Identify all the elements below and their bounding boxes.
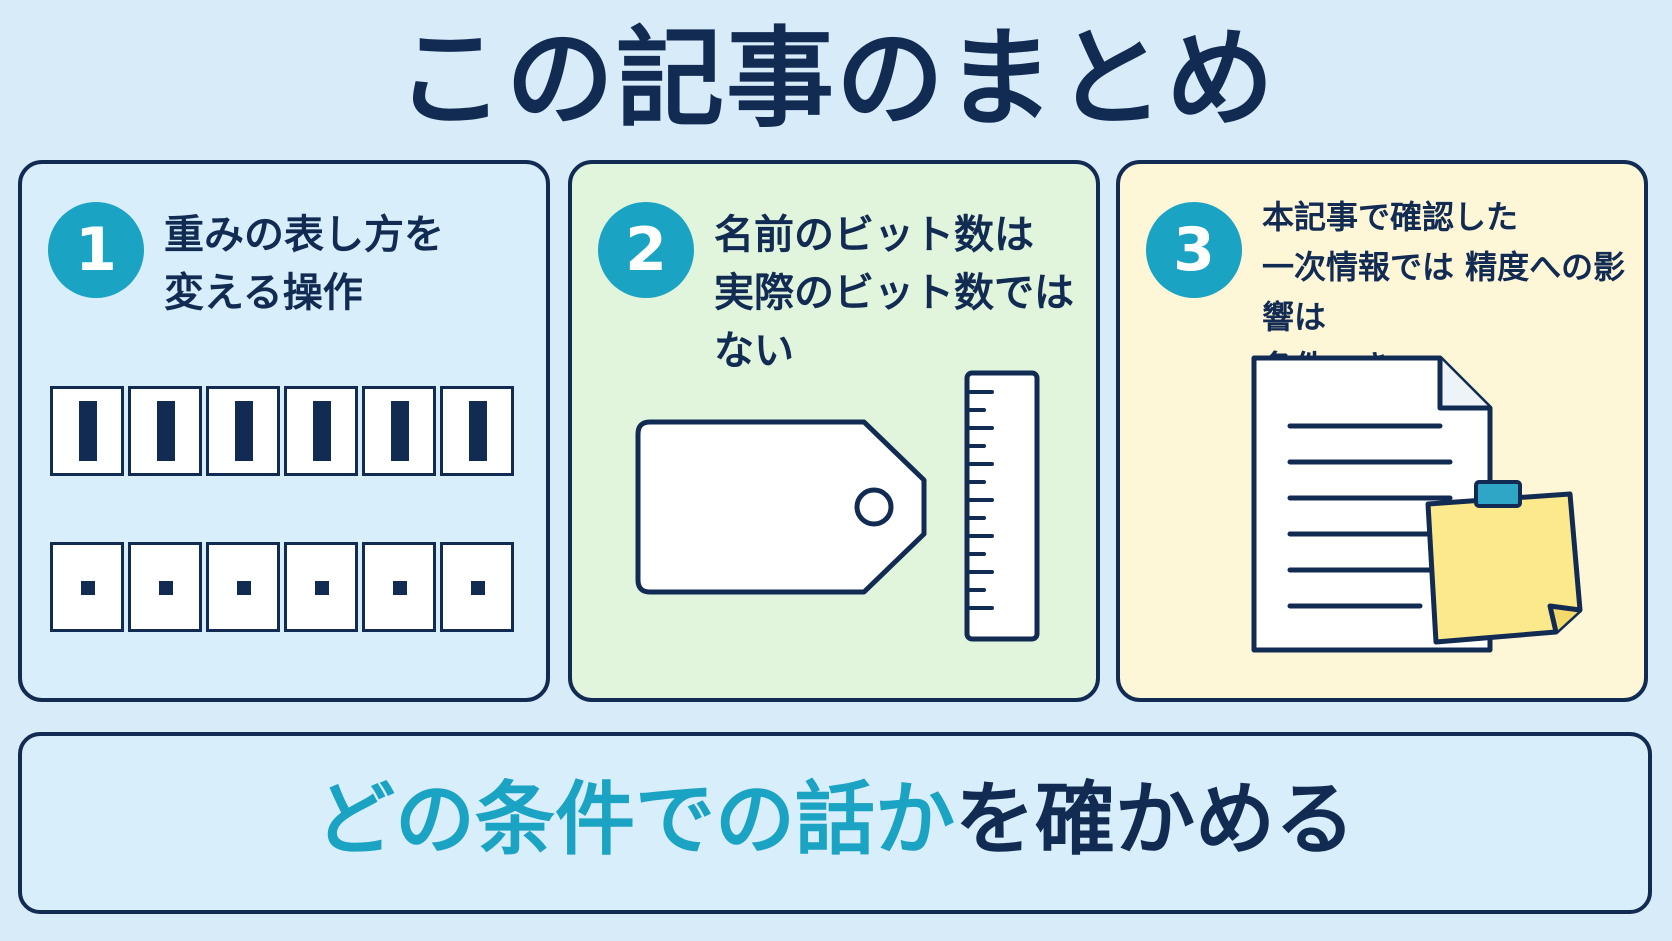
- conclusion-rest: を確かめる: [955, 773, 1355, 866]
- bit-tall-bar: [391, 401, 409, 461]
- summary-card-3: 3 本記事で確認した 一次情報では 精度への影響は 条件つき: [1116, 160, 1648, 702]
- bit-box: [284, 542, 358, 632]
- bit-box: [128, 542, 202, 632]
- bit-small-square: [81, 581, 95, 595]
- bit-tall-bar: [79, 401, 97, 461]
- card-2-heading: 名前のビット数は 実際のビット数ではない: [714, 212, 1074, 374]
- conclusion-text: どの条件での話かを確かめる: [22, 780, 1648, 860]
- bit-box: [362, 542, 436, 632]
- bit-tall-bar: [235, 401, 253, 461]
- bit-small-square: [237, 581, 251, 595]
- bit-small-square: [471, 581, 485, 595]
- conclusion-banner: どの条件での話かを確かめる: [18, 732, 1652, 914]
- bit-box: [50, 542, 124, 632]
- number-badge-3: 3: [1146, 202, 1242, 298]
- bit-box: [128, 386, 202, 476]
- bit-box: [206, 386, 280, 476]
- bit-tall-bar: [313, 401, 331, 461]
- bit-box: [362, 386, 436, 476]
- sticky-note-icon: [1425, 480, 1583, 645]
- bit-small-square: [393, 581, 407, 595]
- card-1-heading: 重みの表し方を 変える操作: [164, 212, 444, 316]
- number-badge-2: 2: [598, 202, 694, 298]
- tag-icon: [635, 419, 927, 595]
- bit-tall-bar: [157, 401, 175, 461]
- bit-box: [206, 542, 280, 632]
- bit-box: [50, 386, 124, 476]
- page-title: この記事のまとめ: [395, 17, 1276, 142]
- bit-small-square: [315, 581, 329, 595]
- summary-card-1: 1 重みの表し方を 変える操作: [18, 160, 550, 702]
- conclusion-highlight: どの条件での話か: [315, 773, 955, 866]
- bit-box: [284, 386, 358, 476]
- number-badge-1: 1: [48, 202, 144, 298]
- bit-tall-bar: [469, 401, 487, 461]
- bit-box: [440, 386, 514, 476]
- bit-row-tall: [50, 386, 514, 476]
- bit-small-square: [159, 581, 173, 595]
- bit-row-small: [50, 542, 514, 632]
- summary-card-2: 2 名前のビット数は 実際のビット数ではない: [568, 160, 1100, 702]
- bit-box: [440, 542, 514, 632]
- ruler-icon: [964, 370, 1040, 642]
- card-3-heading: 本記事で確認した 一次情報では 精度への影響は 条件つき: [1262, 198, 1626, 386]
